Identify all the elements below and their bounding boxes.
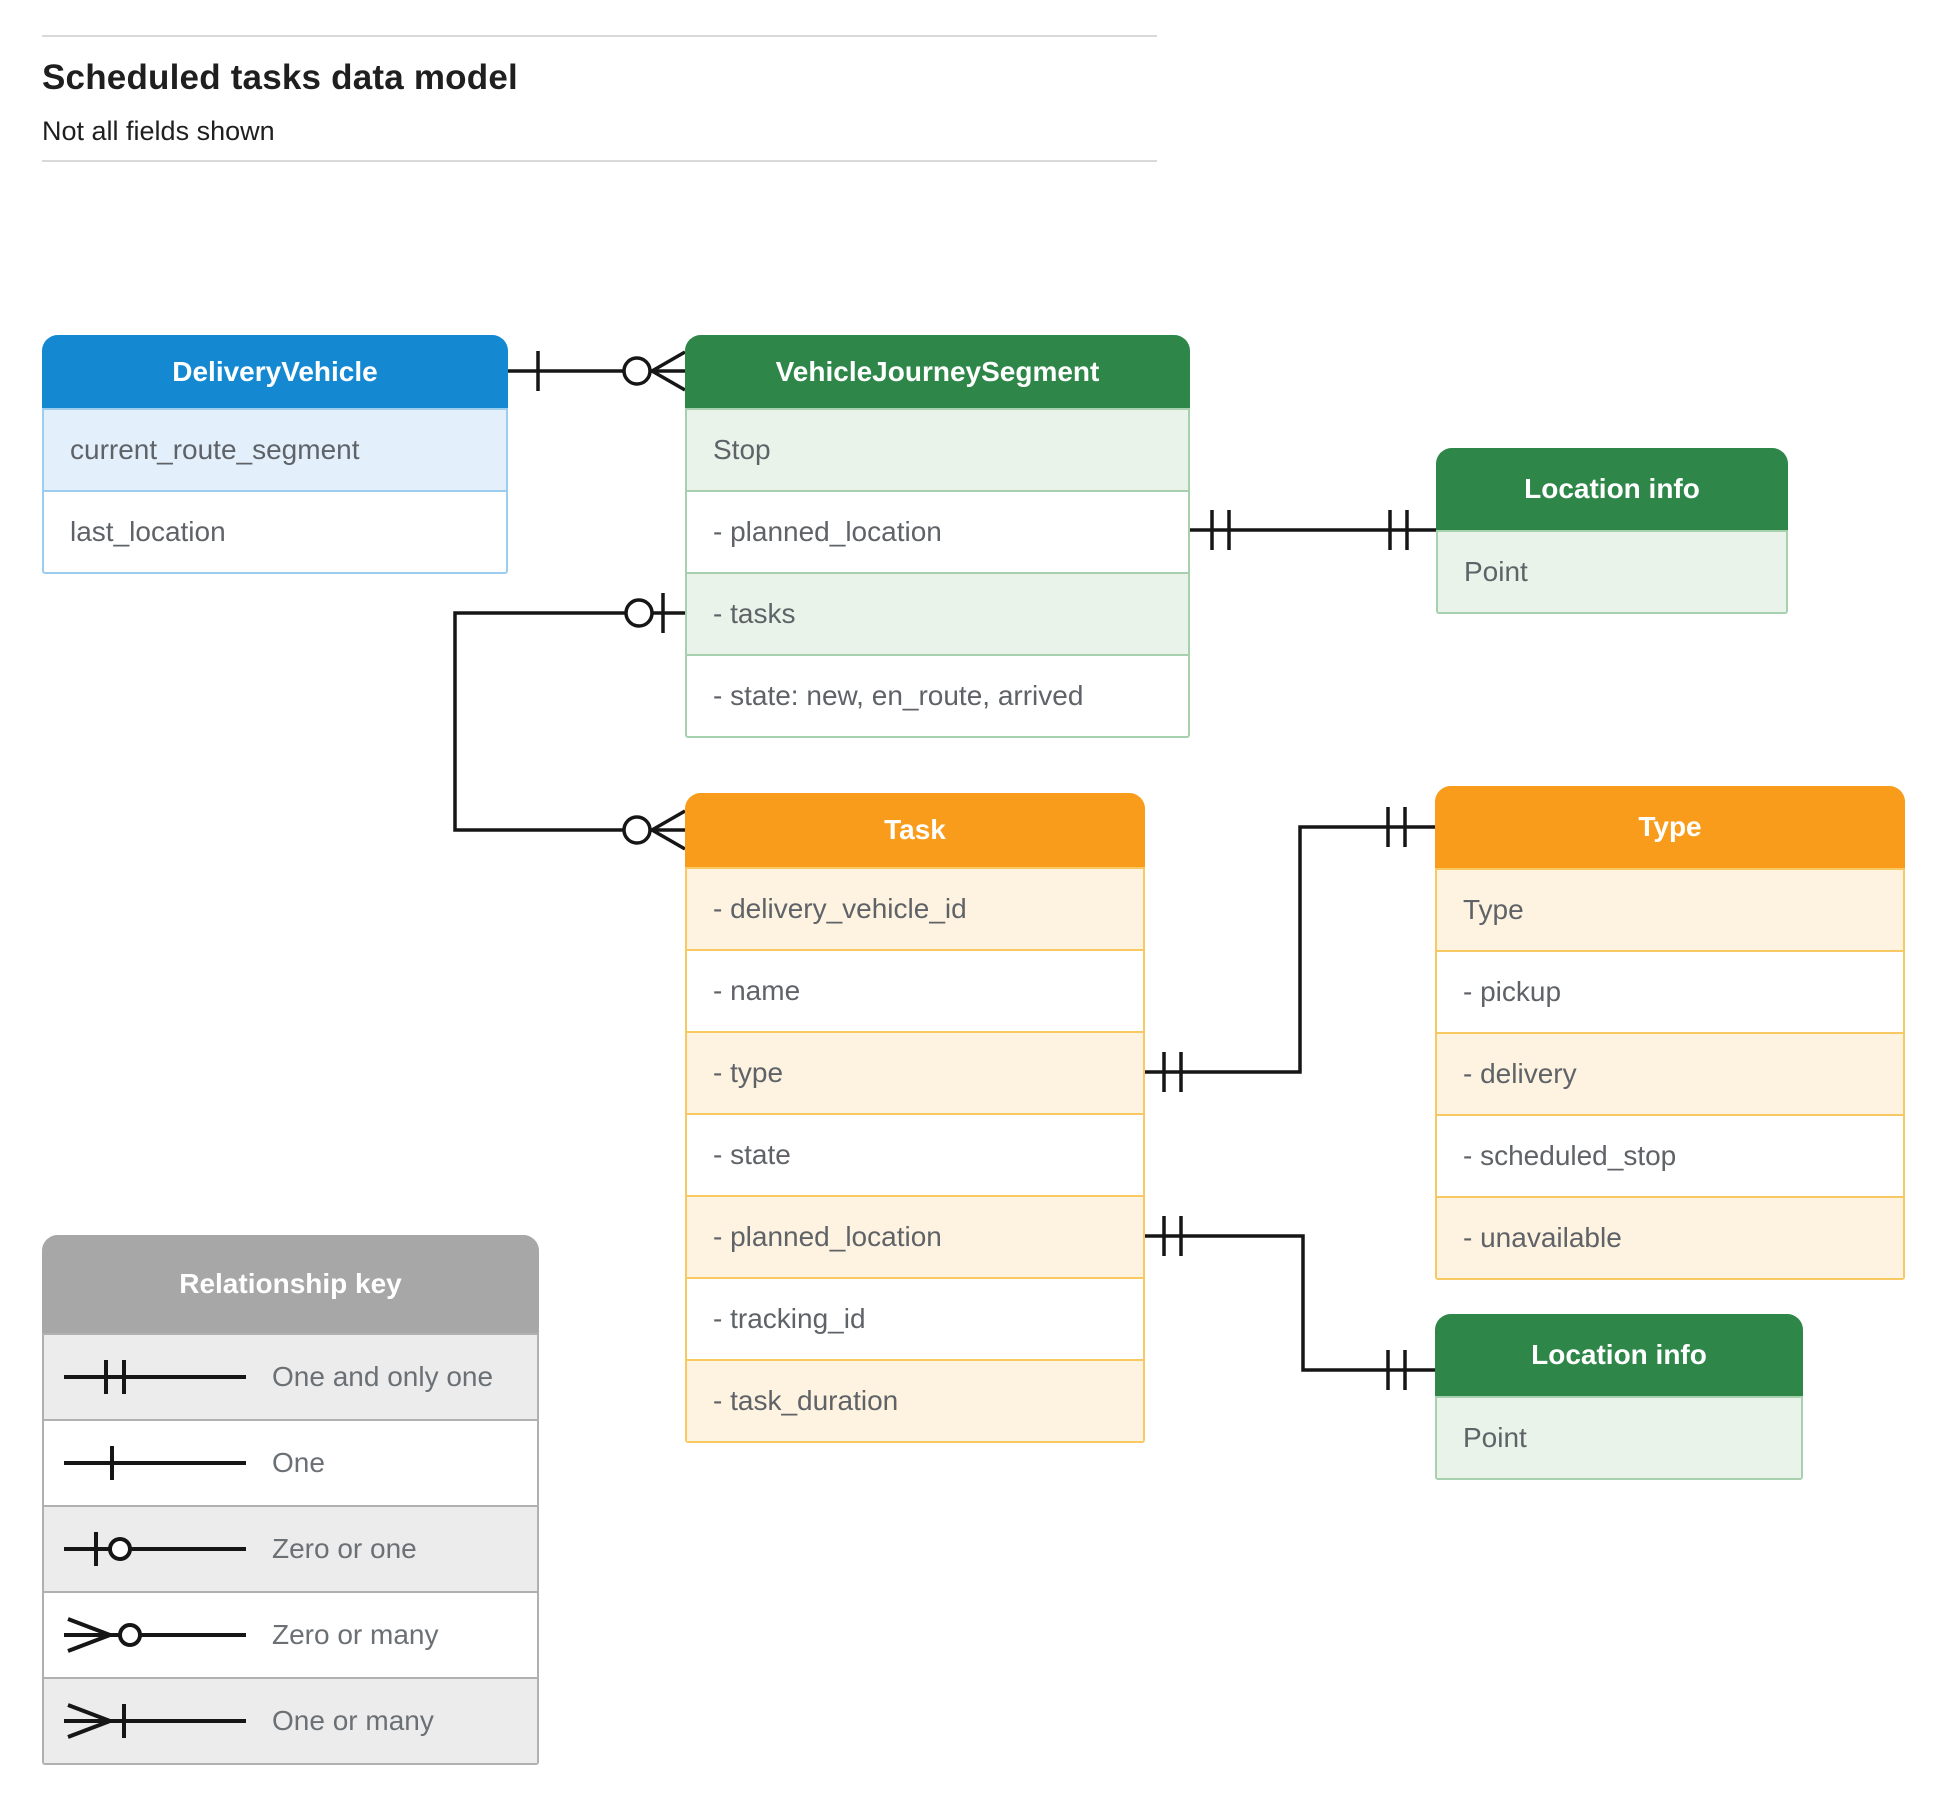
field-row: - task_duration — [687, 1359, 1143, 1441]
entity-locationinfo-bottom: Location info Point — [1435, 1314, 1803, 1480]
field-row: - delivery_vehicle_id — [687, 867, 1143, 949]
entity-header: Location info — [1435, 1314, 1803, 1396]
entity-header: Location info — [1436, 448, 1788, 530]
field-row: - pickup — [1437, 950, 1903, 1032]
field-row: - tracking_id — [687, 1277, 1143, 1359]
page-subtitle: Not all fields shown — [42, 116, 275, 146]
key-label: Zero or many — [272, 1619, 439, 1650]
entity-header: Task — [685, 793, 1145, 867]
cardinality-zero-circle-icon — [622, 356, 652, 386]
page-title: Scheduled tasks data model — [42, 58, 518, 97]
entity-locationinfo-top: Location info Point — [1436, 448, 1788, 614]
key-row: Zero or many — [44, 1591, 537, 1677]
entity-header: DeliveryVehicle — [42, 335, 508, 408]
crow-foot-icon — [651, 809, 686, 832]
field-row: Stop — [687, 408, 1188, 490]
field-row: Point — [1438, 530, 1786, 612]
key-row: Zero or one — [44, 1505, 537, 1591]
field-row: Point — [1437, 1396, 1801, 1478]
connector-taskplannedlocation-locationinfo-bottom — [1145, 1216, 1435, 1390]
entity-task: Task - delivery_vehicle_id - name - type… — [685, 793, 1145, 1443]
cardinality-zero-circle-icon — [622, 815, 652, 845]
key-symbol-one-and-only-one-icon — [64, 1360, 246, 1394]
field-row: - type — [687, 1031, 1143, 1113]
entity-type: Type Type - pickup - delivery - schedule… — [1435, 786, 1905, 1280]
cardinality-zero-circle-icon — [624, 598, 654, 628]
entity-vehiclejourneysegment: VehicleJourneySegment Stop - planned_loc… — [685, 335, 1190, 738]
key-label: Zero or one — [272, 1533, 417, 1564]
field-row: - planned_location — [687, 490, 1188, 572]
field-row: - unavailable — [1437, 1196, 1903, 1278]
key-symbol-zero-or-many-icon — [64, 1617, 246, 1653]
crow-foot-icon — [651, 350, 686, 373]
key-row: One — [44, 1419, 537, 1505]
relationship-key-title: Relationship key — [42, 1235, 539, 1333]
key-label: One and only one — [272, 1361, 494, 1392]
key-symbol-zero-or-one-icon — [64, 1532, 246, 1566]
field-row: - state: new, en_route, arrived — [687, 654, 1188, 736]
key-symbol-one-or-many-icon — [64, 1703, 246, 1739]
field-row: - delivery — [1437, 1032, 1903, 1114]
entity-header: VehicleJourneySegment — [685, 335, 1190, 408]
field-row: current_route_segment — [44, 408, 506, 490]
field-row: Type — [1437, 868, 1903, 950]
key-symbol-one-icon — [64, 1446, 246, 1480]
key-label: One or many — [272, 1705, 434, 1736]
entity-deliveryvehicle: DeliveryVehicle current_route_segment la… — [42, 335, 508, 574]
field-row: - scheduled_stop — [1437, 1114, 1903, 1196]
field-row: - planned_location — [687, 1195, 1143, 1277]
connector-tasks-task — [453, 593, 686, 851]
field-row: - name — [687, 949, 1143, 1031]
field-row: - tasks — [687, 572, 1188, 654]
relationship-key: Relationship key One and only one One — [42, 1235, 539, 1765]
connector-tasktype-type — [1145, 807, 1435, 1092]
connector-deliveryvehicle-vehiclejourneysegment — [508, 350, 686, 392]
key-row: One or many — [44, 1677, 537, 1763]
field-row: last_location — [44, 490, 506, 572]
key-label: One — [272, 1447, 325, 1478]
divider-top — [42, 35, 1157, 37]
key-row: One and only one — [44, 1333, 537, 1419]
connector-plannedlocation-locationinfo-top — [1190, 510, 1436, 550]
divider-bottom — [42, 160, 1157, 162]
field-row: - state — [687, 1113, 1143, 1195]
entity-header: Type — [1435, 786, 1905, 868]
